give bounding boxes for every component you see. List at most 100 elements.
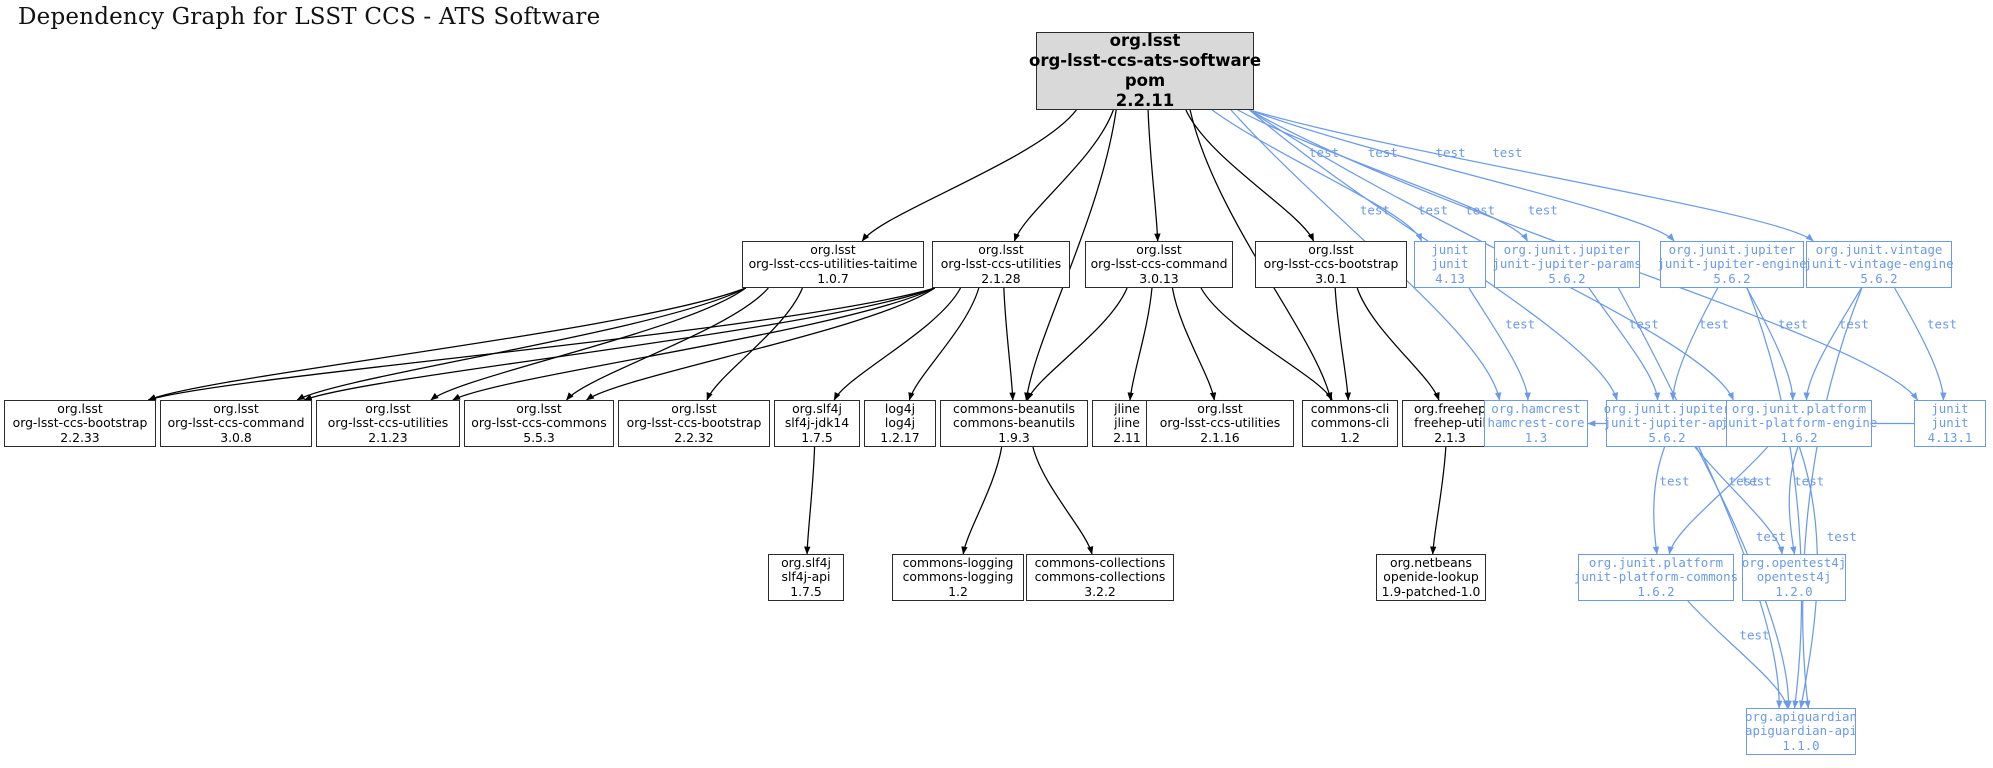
node-group: org.lsst [810,241,856,257]
node-group: org.junit.vintage [1815,241,1943,257]
edge-label-jupiter-params-to-jupiter-api: test [1629,316,1659,331]
node-artifact: junit-platform-engine [1720,415,1878,431]
edge-root-to-vintage-engine [1249,109,1814,242]
node-artifact: commons-logging [902,569,1014,585]
node-packaging: pom [1124,71,1166,90]
edge-jupiter-api-to-opentest4j [1694,446,1785,555]
node-artifact: org-lsst-ccs-command [1090,256,1228,272]
edge-jupiter-engine-to-jupiter-api [1669,287,1719,401]
node-artifact: jline [1114,415,1140,431]
edge-root-to-junit-413 [1211,109,1423,242]
edge-utilities-2128-to-command-308 [303,287,935,401]
edge-vintage-engine-to-platform-engine [1803,287,1862,401]
node-group: org.freehep [1413,400,1487,416]
node-version: 2.1.16 [1200,429,1240,445]
node-group: commons-collections [1034,554,1166,570]
edge-label-root-to-hamcrest-core: test [1360,202,1390,217]
edge-utilities-2128-to-commons-beanutils [1003,287,1016,401]
node-group: org.lsst [1109,31,1181,51]
edge-label-jupiter-engine-to-platform-engine: test [1778,316,1808,331]
node-version: 1.2.0 [1775,583,1813,599]
node-group: org.junit.platform [1588,554,1724,570]
node-artifact: org-lsst-ccs-utilities-taitime [748,256,918,272]
edge-taitime-to-command-308 [296,287,746,401]
node-group: org.slf4j [792,400,842,416]
node-artifact: org-lsst-ccs-bootstrap [12,415,148,431]
node-version: 1.7.5 [801,429,833,445]
node-group: org.opentest4j [1741,554,1847,570]
edge-platform-commons-to-apiguardian [1687,600,1790,709]
node-group: org.netbeans [1390,554,1472,570]
node-group: org.lsst [57,400,103,416]
edge-label-platform-engine-to-apiguardian: test [1827,529,1857,544]
edge-command-3013-to-commons-beanutils [1026,287,1128,401]
node-group: commons-beanutils [953,400,1075,416]
node-version: 4.13.1 [1927,429,1973,445]
node-version: 1.2.17 [880,429,920,445]
edge-slf4j-jdk14-to-slf4j-api [804,446,816,555]
node-group: org.lsst [1136,241,1182,257]
node-version: 5.5.3 [523,429,555,445]
node-version: 2.11 [1113,429,1141,445]
node-artifact: org-lsst-ccs-utilities [327,415,449,431]
edge-commons-beanutils-to-commons-logging [961,446,1003,555]
edge-jupiter-api-to-platform-commons [1652,446,1666,555]
node-artifact: org-lsst-ccs-bootstrap [1263,256,1399,272]
node-artifact: junit-jupiter-api [1603,415,1731,431]
node-version: 1.2 [1340,429,1360,445]
node-artifact: junit [1431,256,1469,272]
node-group: jline [1114,400,1140,416]
edge-root-to-jupiter-engine [1249,109,1675,242]
edge-platform-engine-to-platform-commons [1667,446,1769,555]
edge-label-root-to-jupiter-params: test [1368,145,1398,160]
node-version: 2.1.3 [1434,429,1466,445]
edge-root-to-bootstrap-301 [1185,109,1315,242]
edge-root-to-jupiter-params [1237,109,1529,242]
node-artifact: commons-beanutils [953,415,1075,431]
node-artifact: slf4j-jdk14 [784,415,850,431]
node-group: org.junit.jupiter [1503,241,1631,257]
node-group: org.lsst [365,400,411,416]
node-group: org.apiguardian [1745,708,1857,724]
node-version: 5.6.2 [1713,270,1751,286]
node-artifact: junit-platform-commons [1573,569,1739,585]
edge-label-platform-commons-to-apiguardian: test [1739,628,1769,643]
node-version: 1.1.0 [1782,737,1820,753]
edge-root-to-utilities-2128 [1013,109,1114,242]
edge-label-root-to-jupiter-engine: test [1436,145,1466,160]
node-version: 5.6.2 [1860,270,1898,286]
edge-taitime-to-commons-553 [566,287,769,401]
